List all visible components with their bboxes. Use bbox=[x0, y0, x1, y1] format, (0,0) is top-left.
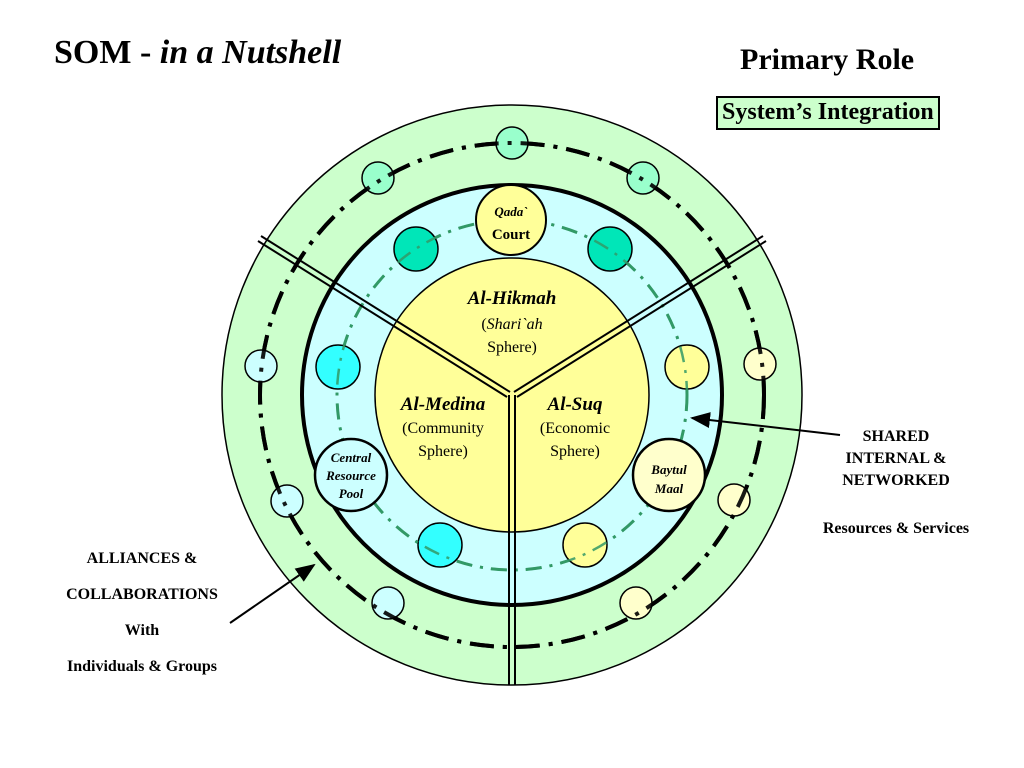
core-circle bbox=[374, 257, 650, 533]
outer-node-cyan bbox=[270, 484, 304, 518]
baytul-label: Baytul bbox=[650, 462, 687, 477]
spacer bbox=[790, 492, 1002, 518]
qada-court-circle bbox=[475, 184, 547, 256]
al-medina-label: Al-Medina (Community Sphere) bbox=[400, 394, 486, 460]
qada-court: Qada` Court bbox=[475, 184, 547, 256]
qada-label: Qada` bbox=[494, 204, 528, 219]
maal-label: Maal bbox=[654, 481, 684, 496]
primary-role-heading: Primary Role bbox=[740, 43, 915, 76]
system-integration-box: System’s Integration bbox=[716, 96, 940, 130]
shared-line4: Resources & Services bbox=[822, 520, 970, 537]
baytul-maal-circle bbox=[631, 437, 707, 513]
inner-node-teal bbox=[587, 226, 633, 272]
shariah-word: Shari`ah bbox=[487, 316, 543, 333]
court-label: Court bbox=[492, 227, 530, 243]
outer-node-cyan bbox=[371, 586, 405, 620]
alliances-line1: ALLIANCES & bbox=[86, 550, 198, 567]
al-medina-line2: (Community bbox=[402, 420, 484, 437]
al-hikmah-label: Al-Hikmah (Shari`ah Sphere) bbox=[467, 288, 557, 356]
al-medina-name: Al-Medina bbox=[400, 394, 486, 415]
al-suq-line3: Sphere) bbox=[550, 443, 600, 460]
al-suq-label: Al-Suq (Economic Sphere) bbox=[540, 394, 610, 460]
inner-node-cyan bbox=[315, 344, 361, 390]
title-prefix: SOM - bbox=[54, 34, 160, 71]
shared-resources-annotation: SHARED INTERNAL & NETWORKED Resources & … bbox=[790, 426, 1002, 540]
al-suq-name: Al-Suq bbox=[547, 394, 603, 415]
central-resource-pool: Central Resource Pool bbox=[313, 437, 389, 513]
shared-line1: SHARED bbox=[862, 428, 930, 445]
pool-label: Pool bbox=[339, 486, 364, 501]
al-medina-line3: Sphere) bbox=[418, 443, 468, 460]
paren-open: ( bbox=[481, 316, 486, 333]
sector-dividers bbox=[257, 235, 767, 685]
alliances-arrow bbox=[229, 563, 316, 624]
inner-node-teal bbox=[393, 226, 439, 272]
al-hikmah-subtitle: (Shari`ah bbox=[481, 316, 542, 333]
central-resource-pool-circle bbox=[313, 437, 389, 513]
inner-node-cyan bbox=[417, 522, 463, 568]
central-label: Central bbox=[331, 450, 372, 465]
inner-orbit-overlay bbox=[335, 218, 689, 572]
baytul-maal: Baytul Maal bbox=[631, 437, 707, 513]
al-hikmah-name: Al-Hikmah bbox=[467, 288, 557, 309]
al-suq-line2: (Economic bbox=[540, 420, 610, 437]
outer-orbit-overlay bbox=[258, 141, 766, 649]
inner-node-yellow bbox=[562, 522, 608, 568]
inner-nodes bbox=[315, 226, 710, 568]
shared-line2: INTERNAL & bbox=[845, 450, 947, 467]
outer-node-cyan bbox=[244, 349, 278, 383]
shared-resources-arrow bbox=[690, 412, 841, 436]
alliances-line2: COLLABORATIONS bbox=[66, 586, 218, 603]
page-title: SOM - in a Nutshell bbox=[54, 34, 341, 72]
shared-line3: NETWORKED bbox=[842, 472, 950, 489]
outer-node-mint bbox=[361, 161, 395, 195]
title-italic: in a Nutshell bbox=[159, 34, 342, 71]
alliances-line3: With bbox=[124, 622, 160, 639]
resource-label: Resource bbox=[325, 468, 376, 483]
al-hikmah-sphere: Sphere) bbox=[487, 339, 537, 356]
alliances-annotation: ALLIANCES & COLLABORATIONS With Individu… bbox=[28, 541, 256, 685]
alliances-line4: Individuals & Groups bbox=[67, 658, 217, 675]
